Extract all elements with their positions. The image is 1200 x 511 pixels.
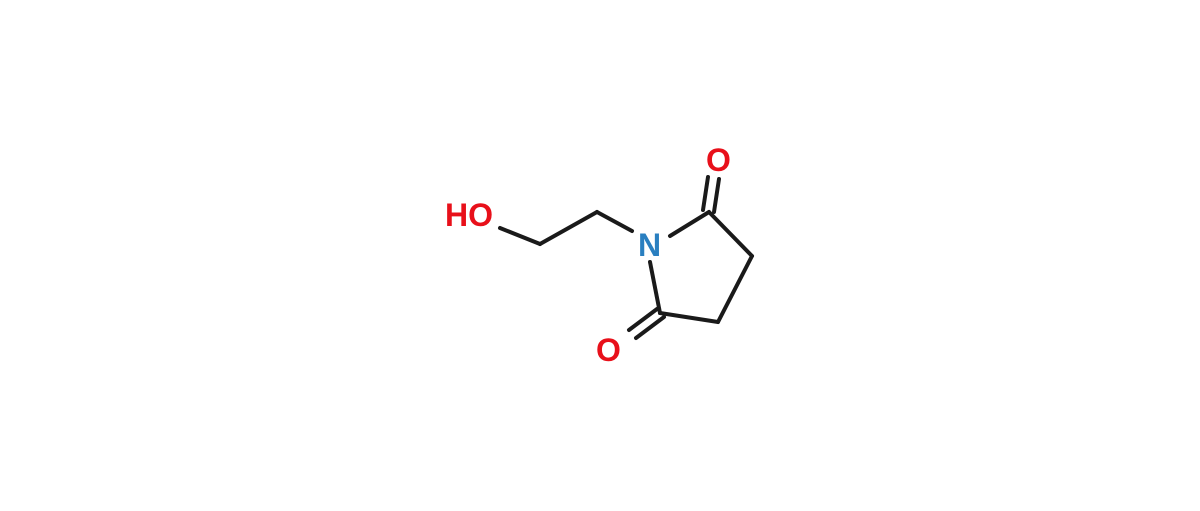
bond-oh-c1 xyxy=(498,226,542,246)
oxygen-bottom-label: O xyxy=(596,332,621,368)
nitrogen-label: N xyxy=(638,227,661,263)
bond-c2-n xyxy=(595,210,634,233)
oxygen-top-label: O xyxy=(706,142,731,178)
bonds xyxy=(498,175,754,340)
atom-labels: HO N O O xyxy=(445,142,731,368)
bond-c1-c2 xyxy=(538,210,599,246)
bond-c5-c6 xyxy=(658,311,720,324)
double-bond-top-a xyxy=(701,175,710,212)
double-bond-bottom-b xyxy=(634,315,666,340)
bond-c4-c5 xyxy=(716,254,754,324)
bond-n-c3 xyxy=(668,210,711,238)
hydroxyl-label: HO xyxy=(445,197,493,233)
bond-c3-c4 xyxy=(707,210,754,258)
double-bond-top-b xyxy=(712,177,721,214)
bond-c6-n xyxy=(648,260,662,315)
double-bond-bottom-a xyxy=(627,307,659,332)
